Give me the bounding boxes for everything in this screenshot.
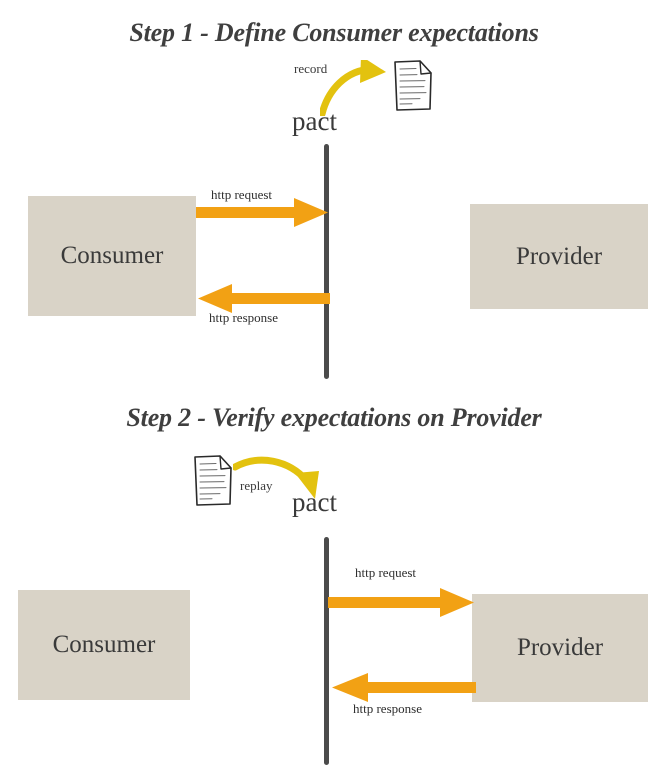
pact-divider-line-step1 — [324, 144, 329, 379]
http-response-label-step2: http response — [353, 701, 422, 716]
http-request-arrow-step2 — [328, 588, 474, 617]
replay-label: replay — [240, 478, 273, 493]
http-request-arrow-step1 — [196, 198, 328, 227]
step-1-title: Step 1 - Define Consumer expectations — [129, 18, 539, 47]
provider-box-step1: Provider — [470, 204, 648, 309]
replay-curved-arrow-icon — [233, 456, 319, 499]
document-icon — [394, 60, 432, 111]
http-request-label-step1: http request — [211, 187, 273, 202]
http-response-label-step1: http response — [209, 310, 278, 325]
provider-box-step2: Provider — [472, 594, 648, 702]
consumer-box-step1: Consumer — [28, 196, 196, 316]
http-response-arrow-step1 — [198, 284, 330, 313]
http-request-label-step2: http request — [355, 565, 417, 580]
record-label: record — [294, 61, 328, 76]
consumer-box-step2: Consumer — [18, 590, 190, 700]
pact-label-step2: pact — [292, 487, 337, 517]
record-curved-arrow-icon — [320, 60, 386, 116]
step-2-title: Step 2 - Verify expectations on Provider — [126, 403, 542, 432]
pact-label-step1: pact — [292, 106, 337, 136]
document-icon — [194, 455, 232, 506]
http-response-arrow-step2 — [332, 673, 476, 702]
pact-divider-line-step2 — [324, 537, 329, 765]
